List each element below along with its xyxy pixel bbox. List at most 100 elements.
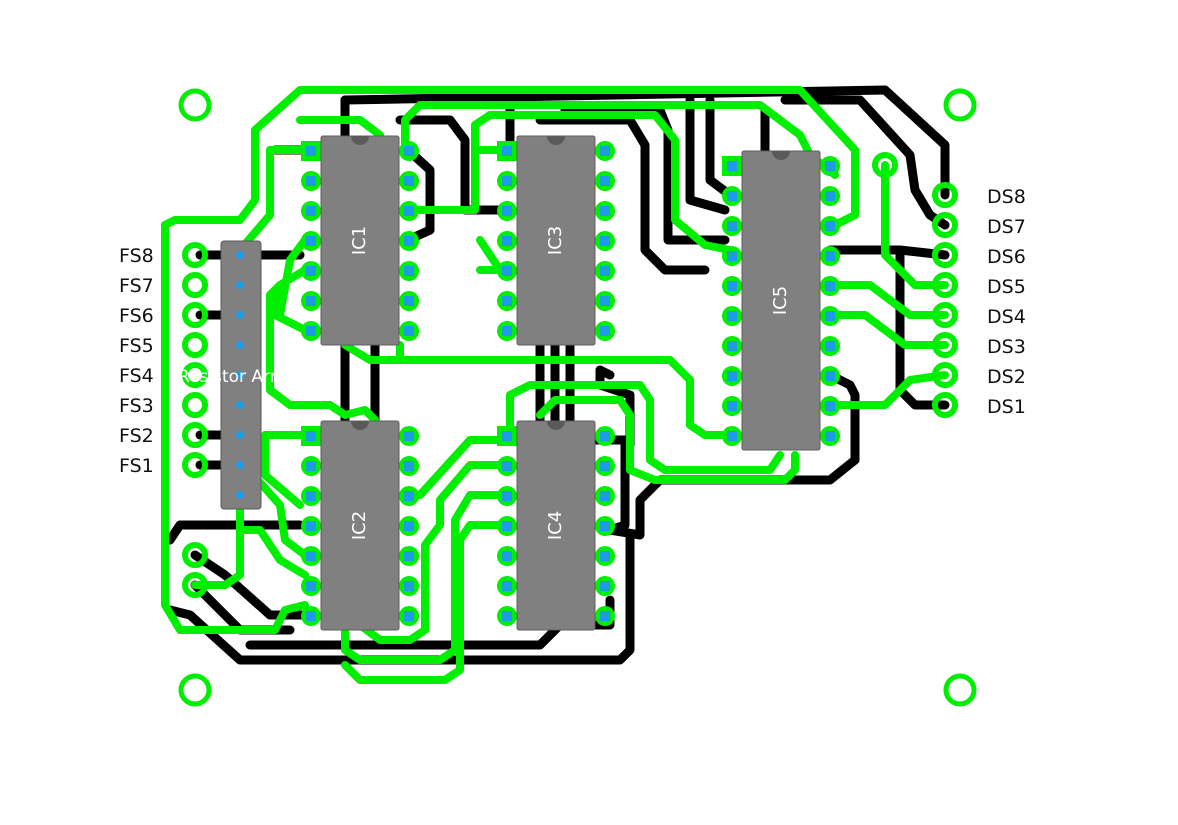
mounting-hole-bottom-right[interactable] (943, 673, 977, 707)
mounting-holes (178, 88, 977, 707)
pin-drill (825, 281, 835, 291)
connector-pad[interactable] (182, 302, 208, 328)
pin-drill (600, 266, 610, 276)
resistor-array-pin (236, 461, 244, 469)
top-trace (401, 111, 734, 254)
top-trace (266, 281, 379, 424)
pin-drill (727, 371, 737, 381)
connector-label-ds1: DS1 (987, 396, 1026, 418)
pin-drill (502, 296, 512, 306)
chip-ic5[interactable]: IC5 (722, 150, 840, 451)
pin-drill (306, 296, 316, 306)
right-connector-labels: DS8 DS7 DS6 DS5 DS4 DS3 DS2 DS1 (987, 186, 1026, 418)
connector-pad[interactable] (182, 272, 208, 298)
pin-drill (727, 341, 737, 351)
resistor-array-label: Resistor Array (178, 367, 297, 387)
bottom-trace (395, 115, 505, 215)
top-trace (831, 371, 949, 409)
pin-drill (306, 521, 316, 531)
chip-ic1[interactable]: IC1 (301, 135, 419, 346)
pin-drill (502, 551, 512, 561)
connector-pad[interactable] (932, 362, 958, 388)
chip-ic2[interactable]: IC2 (301, 420, 419, 631)
top-trace (476, 236, 504, 274)
pin-drill (825, 161, 835, 171)
bottom-trace (780, 95, 950, 230)
pin-drill (502, 461, 512, 471)
chip-notch (351, 136, 369, 145)
pin-drill (502, 611, 512, 621)
connector-pad[interactable] (932, 332, 958, 358)
pin-drill (502, 266, 512, 276)
pin-drill (306, 551, 316, 561)
pin-drill (600, 521, 610, 531)
via-pad[interactable] (872, 152, 898, 178)
pin-drill (404, 491, 414, 501)
top-trace (271, 266, 309, 334)
pin-drill (727, 281, 737, 291)
pin-drill (727, 311, 737, 321)
connector-pad[interactable] (932, 242, 958, 268)
top-trace (341, 341, 734, 439)
pin-drill (600, 491, 610, 501)
pin-drill (825, 341, 835, 351)
connector-label-fs7: FS7 (119, 275, 154, 297)
connector-pad[interactable] (182, 242, 208, 268)
connector-label-fs1: FS1 (119, 455, 154, 477)
connector-pad[interactable] (932, 272, 958, 298)
connector-label-ds4: DS4 (987, 306, 1026, 328)
resistor-array-pin (236, 341, 244, 349)
connector-pad[interactable] (182, 422, 208, 448)
pin-drill (404, 326, 414, 336)
pin-drill (600, 326, 610, 336)
connector-pad[interactable] (932, 182, 958, 208)
chip-label: IC1 (349, 226, 370, 255)
connector-pad[interactable] (932, 212, 958, 238)
pin-drill (825, 371, 835, 381)
top-trace (536, 396, 799, 484)
pin-drill (727, 161, 737, 171)
resistor-array[interactable]: Resistor Array (178, 240, 297, 510)
connector-label-fs5: FS5 (119, 335, 154, 357)
pin-drill (600, 146, 610, 156)
pin-drill (600, 461, 610, 471)
pin-drill (404, 611, 414, 621)
top-trace (161, 601, 309, 634)
resistor-array-pin (236, 251, 244, 259)
chip-ic4[interactable]: IC4 (497, 420, 615, 631)
mounting-hole-top-left[interactable] (178, 88, 212, 122)
connector-pad[interactable] (182, 332, 208, 358)
pin-drill (825, 251, 835, 261)
pin-drill (502, 581, 512, 591)
pin-drill (306, 236, 316, 246)
pin-drill (825, 401, 835, 411)
mounting-hole-top-right[interactable] (943, 88, 977, 122)
pin-drill (600, 236, 610, 246)
pin-drill (306, 176, 316, 186)
connector-pad[interactable] (932, 302, 958, 328)
pin-drill (404, 236, 414, 246)
connector-pad[interactable] (932, 392, 958, 418)
resistor-array-pin (236, 491, 244, 499)
pin-drill (502, 206, 512, 216)
resistor-array-pin (236, 401, 244, 409)
chip-ic3[interactable]: IC3 (497, 135, 615, 346)
connector-pad[interactable] (182, 452, 208, 478)
pin-drill (306, 431, 316, 441)
power-pad[interactable] (182, 542, 208, 568)
mounting-hole-bottom-left[interactable] (178, 673, 212, 707)
pin-drill (825, 191, 835, 201)
pin-drill (727, 401, 737, 411)
pin-drill (727, 431, 737, 441)
pin-drill (600, 206, 610, 216)
power-pad[interactable] (182, 572, 208, 598)
connector-pad[interactable] (182, 362, 208, 388)
pin-drill (404, 296, 414, 306)
pin-drill (600, 176, 610, 186)
pin-drill (825, 221, 835, 231)
connector-label-ds6: DS6 (987, 246, 1026, 268)
connector-pad[interactable] (182, 392, 208, 418)
top-trace (506, 381, 784, 474)
